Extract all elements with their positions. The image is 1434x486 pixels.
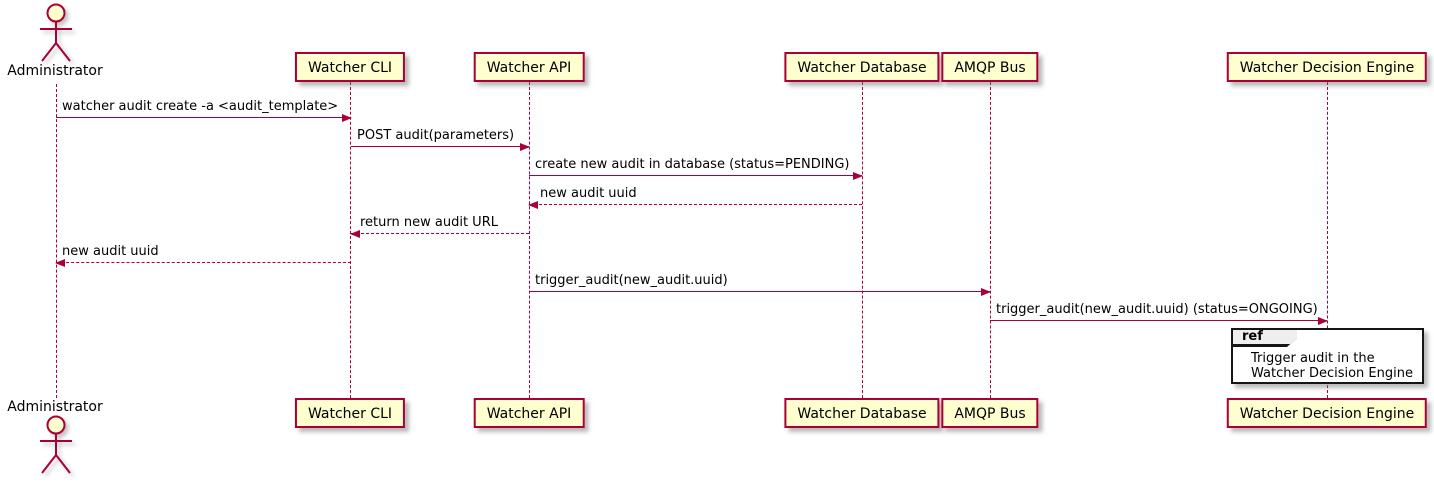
ref-tab-label: ref	[1233, 330, 1302, 344]
participant-watcher-decision-engine-bottom: Watcher Decision Engine	[1226, 398, 1428, 428]
ref-tab: ref	[1231, 328, 1297, 347]
participant-watcher-database-top: Watcher Database	[784, 52, 940, 82]
arrow-head-icon	[55, 259, 65, 267]
participant-watcher-cli-bottom: Watcher CLI	[294, 398, 406, 428]
message-label-4: new audit uuid	[540, 186, 637, 201]
arrow-head-icon	[853, 172, 863, 180]
message-line-6	[55, 259, 351, 267]
message-label-5: return new audit URL	[360, 215, 498, 230]
participant-watcher-decision-engine-top: Watcher Decision Engine	[1226, 52, 1428, 82]
message-label-7: trigger_audit(new_audit.uuid)	[535, 273, 728, 288]
participant-watcher-database-bottom: Watcher Database	[784, 398, 940, 428]
message-line-1	[56, 114, 352, 122]
arrow-head-icon	[528, 201, 538, 209]
lifeline-amqp-bus	[990, 82, 991, 398]
lifeline-watcher-api	[529, 82, 530, 398]
administrator-actor-icon-bottom	[40, 415, 72, 474]
message-label-8: trigger_audit(new_audit.uuid) (status=ON…	[996, 302, 1318, 317]
ref-fragment: ref Trigger audit in the Watcher Decisio…	[1231, 328, 1424, 384]
participant-amqp-bus-bottom: AMQP Bus	[941, 398, 1039, 428]
message-line-7	[529, 288, 991, 296]
arrow-head-icon	[981, 288, 991, 296]
message-label-1: watcher audit create -a <audit_template>	[62, 99, 339, 114]
message-line-3	[529, 172, 863, 180]
lifeline-watcher-cli	[350, 82, 351, 398]
message-line-2	[351, 143, 530, 151]
ref-body-text: Trigger audit in the Watcher Decision En…	[1251, 351, 1413, 381]
lifeline-administrator	[56, 84, 57, 398]
administrator-label-bottom: Administrator	[7, 399, 103, 415]
ref-body-line2: Watcher Decision Engine	[1251, 366, 1413, 381]
message-label-2: POST audit(parameters)	[357, 128, 515, 143]
participant-amqp-bus-top: AMQP Bus	[941, 52, 1039, 82]
lifeline-watcher-decision-engine	[1327, 82, 1328, 398]
administrator-label-top: Administrator	[7, 63, 103, 79]
message-line-5	[350, 230, 529, 238]
message-line-8	[990, 317, 1328, 325]
arrow-head-icon	[1318, 317, 1328, 325]
arrow-head-icon	[342, 114, 352, 122]
participant-watcher-api-top: Watcher API	[473, 52, 585, 82]
message-line-4	[528, 201, 862, 209]
lifeline-watcher-database	[862, 82, 863, 398]
participant-watcher-cli-top: Watcher CLI	[294, 52, 406, 82]
administrator-actor-icon	[40, 3, 72, 62]
message-label-3: create new audit in database (status=PEN…	[535, 157, 850, 172]
arrow-head-icon	[520, 143, 530, 151]
message-label-6: new audit uuid	[62, 244, 159, 259]
participant-watcher-api-bottom: Watcher API	[473, 398, 585, 428]
ref-body-line1: Trigger audit in the	[1251, 351, 1375, 366]
arrow-head-icon	[350, 230, 360, 238]
